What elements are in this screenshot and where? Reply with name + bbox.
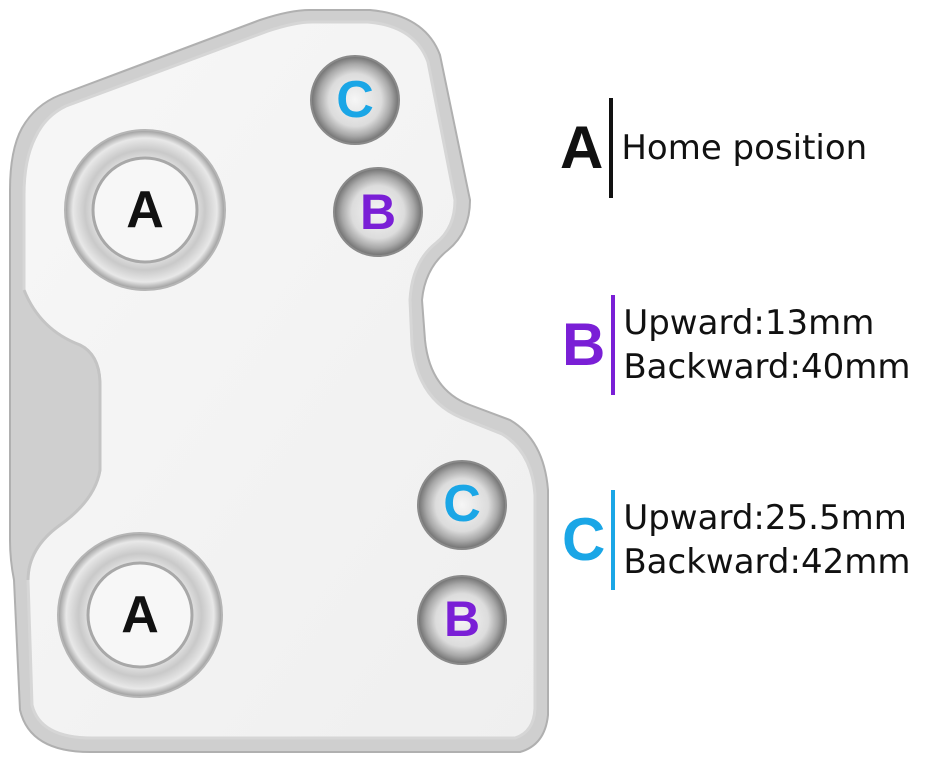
legend-b-line1: Upward:13mm [623, 303, 875, 343]
legend-b-line2: Backward:40mm [623, 347, 911, 387]
legend-a-text: Home position [621, 126, 867, 170]
hole-b-top-label: B [359, 184, 397, 240]
legend-a-line1: Home position [621, 128, 868, 168]
legend-b: B Upward:13mm Backward:40mm [562, 295, 910, 395]
hole-a-top-label: A [126, 181, 164, 239]
hole-a-top [64, 129, 226, 291]
legend-a: A Home position [560, 98, 867, 198]
legend-a-bar [609, 98, 614, 198]
legend-c-letter: C [562, 506, 606, 573]
legend-a-letter: A [560, 114, 604, 181]
hole-b-top [333, 167, 423, 257]
hole-c-bottom-label: C [443, 475, 481, 533]
hole-a-bottom-label: A [121, 586, 159, 644]
legend-b-letter: B [562, 311, 606, 378]
hole-b-bottom-label: B [443, 591, 481, 647]
legend-c-text: Upward:25.5mm Backward:42mm [623, 496, 910, 584]
legend-c-bar [611, 490, 616, 590]
plate-step [22, 289, 102, 581]
legend-c: C Upward:25.5mm Backward:42mm [562, 490, 910, 590]
hole-c-top [310, 55, 400, 145]
legend-c-line1: Upward:25.5mm [623, 498, 907, 538]
legend-b-bar [611, 295, 616, 395]
legend-b-text: Upward:13mm Backward:40mm [623, 301, 910, 389]
legend-c-line2: Backward:42mm [623, 542, 911, 582]
hole-b-bottom [417, 575, 507, 665]
hole-a-bottom [57, 532, 223, 698]
hole-c-bottom [417, 460, 507, 550]
hole-c-top-label: C [336, 71, 374, 129]
